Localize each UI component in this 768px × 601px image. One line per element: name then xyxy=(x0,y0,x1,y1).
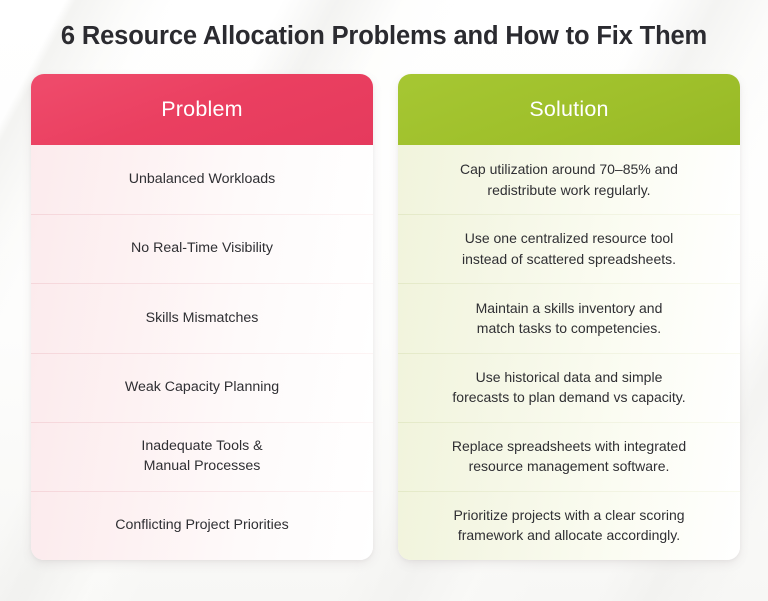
problem-column-header: Problem xyxy=(31,74,373,145)
problem-row[interactable]: Conflicting Project Priorities xyxy=(31,490,373,560)
problem-row[interactable]: No Real-Time Visibility xyxy=(31,214,373,284)
solution-row-label: Prioritize projects with a clear scoring… xyxy=(453,507,685,544)
problem-row-label: Skills Mismatches xyxy=(145,309,259,326)
problem-row-label: Weak Capacity Planning xyxy=(124,378,280,395)
problem-row-label: Inadequate Tools &Manual Processes xyxy=(141,437,263,475)
solution-header-label: Solution xyxy=(529,97,609,121)
page-title: 6 Resource Allocation Problems and How t… xyxy=(60,21,708,50)
solution-column-header: Solution xyxy=(398,74,740,145)
comparison-columns: Problem Unbalanced Workloads No Real-Tim… xyxy=(31,74,740,560)
page-title-container: 6 Resource Allocation Problems and How t… xyxy=(0,0,768,72)
problem-row-label: No Real-Time Visibility xyxy=(131,240,273,257)
problem-header-label: Problem xyxy=(161,97,243,121)
problem-row[interactable]: Weak Capacity Planning xyxy=(31,352,373,422)
problem-row[interactable]: Unbalanced Workloads xyxy=(31,145,373,215)
problem-row-label: Conflicting Project Priorities xyxy=(115,517,289,534)
solution-row[interactable]: Prioritize projects with a clear scoring… xyxy=(398,490,740,560)
problem-row[interactable]: Inadequate Tools &Manual Processes xyxy=(31,421,373,491)
solution-column-card: Solution Cap utilization around 70–85% a… xyxy=(398,74,740,560)
problem-rows-list: Unbalanced Workloads No Real-Time Visibi… xyxy=(31,145,373,560)
problem-column-card: Problem Unbalanced Workloads No Real-Tim… xyxy=(31,74,373,560)
problem-row-label: Unbalanced Workloads xyxy=(128,171,276,188)
problem-row[interactable]: Skills Mismatches xyxy=(31,283,373,353)
